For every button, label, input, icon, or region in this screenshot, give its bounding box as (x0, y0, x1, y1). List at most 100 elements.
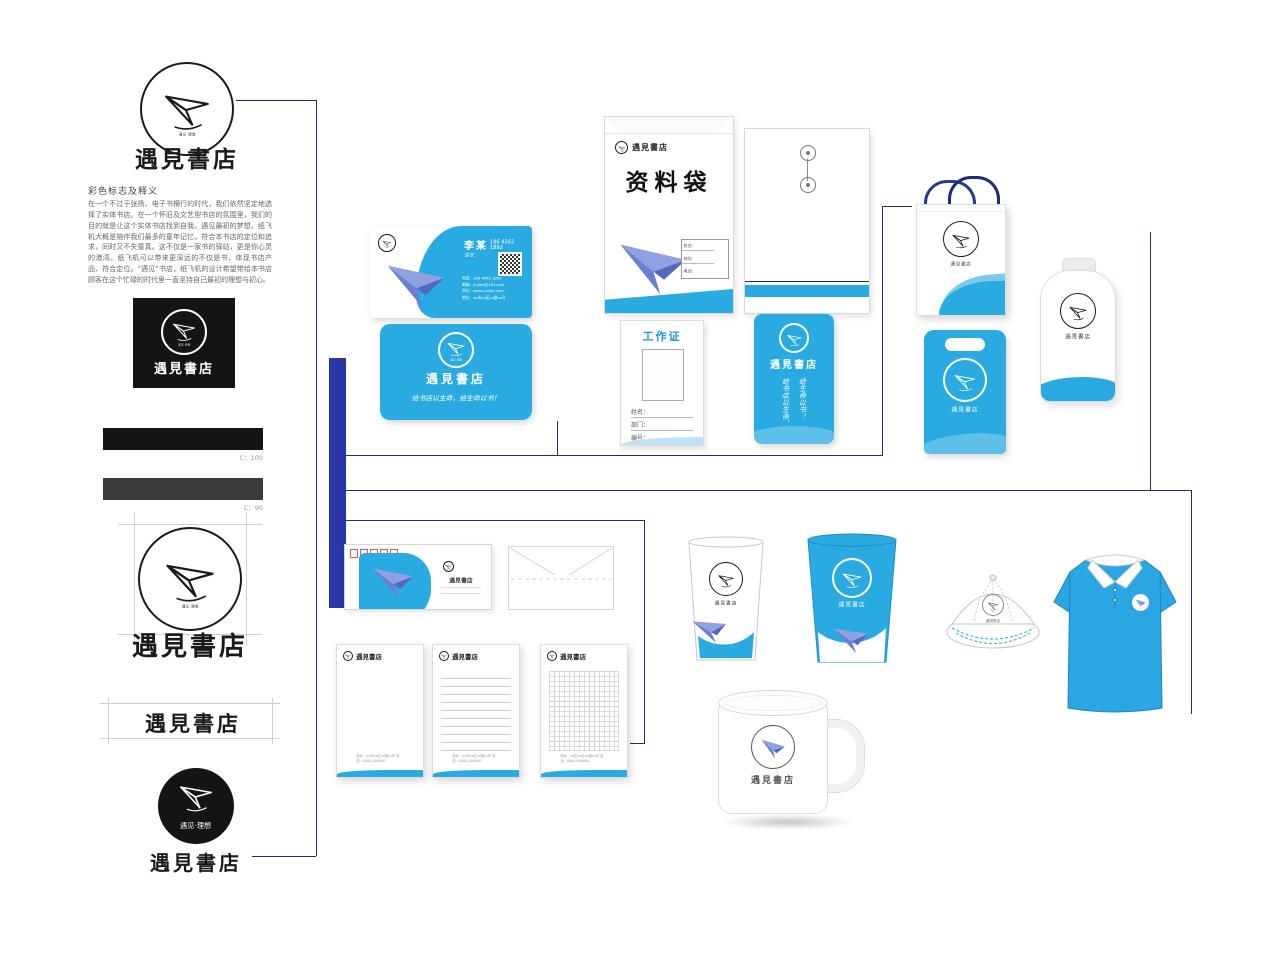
color-swatch-label: C：100 (239, 454, 263, 462)
bag-wave (939, 281, 1005, 315)
connector-line (346, 455, 882, 456)
letterhead-header: 遇見書店 (343, 651, 382, 661)
logo-reversed-block: 遇见·理想 遇見書店 (133, 298, 235, 388)
qr-code (498, 252, 522, 276)
paper-plane-icon (165, 95, 209, 131)
mug-body: 遇見書店 (718, 702, 828, 814)
address-line (441, 587, 481, 588)
connector-line (1191, 490, 1192, 714)
grid-guide (118, 634, 262, 635)
connector-line (1150, 232, 1151, 490)
mug-rim-inner (725, 695, 821, 711)
blue-hang-card: 遇見書店 给书店以生命， 给生命以书！ (754, 314, 834, 444)
section-title: 彩色标志及释义 (88, 187, 159, 197)
envelope-fold-line (605, 133, 733, 134)
paper-plane-color-icon (372, 564, 415, 600)
letterhead-footer-band (337, 770, 423, 777)
measure-guide (100, 738, 280, 739)
letter-envelope-back (508, 546, 614, 610)
table-row: 姓名： (682, 242, 715, 252)
logo-description: 在一个不过于张扬、电子书横行的时代，我们依然坚定地选择了实体书店。在一个怀旧及文… (88, 200, 272, 284)
hang-card-tagline: 给书店以生命， 给生命以书！ (754, 378, 834, 427)
bottle-pack: 遇見書店 (1040, 258, 1116, 402)
letterhead-brand: 遇見書店 (560, 653, 586, 661)
connector-line (236, 100, 316, 101)
hang-card-wordmark: 遇見書店 (770, 360, 818, 371)
cup-logo-circle (709, 562, 743, 596)
cup-wordmark: 遇見書店 (838, 601, 866, 609)
cup-wordmark: 遇見書店 (714, 600, 738, 607)
mug-wordmark: 遇見書店 (750, 776, 795, 786)
card-phone: 186 4562 1892 (490, 239, 515, 251)
envelope-logo-row (443, 561, 454, 572)
envelope-brand-row: 遇見書店 (615, 141, 668, 154)
letterhead-footer-text: 地址：xx市xx区xx路xx号 电话：0000-000000 (452, 754, 496, 763)
connector-line (882, 206, 912, 207)
cup-wordmark-wrap: 遇見書店 (680, 598, 772, 607)
card-back-logo-circle: 遇见·理想 (438, 332, 474, 368)
paper-plane-icon (842, 573, 862, 589)
envelope-wordmark: 遇見書店 (449, 577, 473, 585)
paper-plane-icon (447, 342, 465, 357)
bag-wave (924, 428, 1006, 454)
work-badge: 工作证 姓名： 部门： 编号： (620, 320, 704, 446)
card-mini-logo (378, 234, 396, 252)
business-card-back: 遇见·理想 遇見書店 给书店以生命，给生命以书！ (380, 324, 532, 420)
measure-guide (100, 703, 280, 704)
paper-plane-color-icon (832, 624, 871, 656)
card-contact-line: 地址：xx市xx区xx路xx号 (462, 295, 506, 300)
letterhead-lined: 遇見書店 地址：xx市xx区xx路xx号 电话：0000-000000 (432, 644, 520, 778)
letterhead-header: 遇見書店 (547, 651, 586, 661)
envelope-brand-name: 遇見書店 (632, 143, 668, 152)
table-row: 地址： (682, 255, 715, 265)
ruled-lines (441, 671, 511, 751)
logo-sub-text: 遇见·理想 (181, 604, 199, 609)
connector-line (882, 206, 883, 456)
paper-plane-icon (952, 234, 970, 249)
cap-wordmark: 遇見書店 (985, 619, 1001, 624)
bottle-wave (1041, 377, 1115, 401)
color-swatch-label: C：90 (243, 504, 263, 512)
card-wave (754, 426, 834, 444)
bottle-body: 遇見書店 (1040, 270, 1116, 402)
letterhead-grid: 遇見書店 地址：xx市xx区xx路xx号 电话：0000-000000 (540, 644, 628, 778)
die-cut-bag-wordmark: 遇見書店 (951, 406, 979, 414)
polo-outline (1053, 554, 1177, 713)
connector-line (316, 100, 317, 856)
footer-wordmark: 遇見書店 (150, 851, 242, 875)
baseball-cap: 遇見書店 (944, 558, 1042, 662)
cup-logo-circle (832, 558, 872, 598)
bag-handle (924, 180, 976, 217)
paper-plane-color-icon (387, 261, 447, 311)
badge-title: 工作证 (642, 330, 682, 343)
envelope-mini-logo (615, 141, 628, 154)
grid-guide (134, 512, 135, 646)
paper-plane-icon (786, 334, 802, 346)
cup-wordmark-wrap: 遇見書店 (798, 600, 906, 610)
clasp-string (807, 159, 808, 181)
letterhead-footer-text-wrap: 地址：xx市xx区xx路xx号 电话：0000-000000 (433, 749, 519, 767)
letterhead-footer-band (541, 770, 627, 777)
polo-shirt (1052, 542, 1178, 716)
clasp-button (800, 145, 816, 161)
card-person-name: 李某 (464, 241, 488, 252)
document-envelope-back (744, 128, 870, 314)
document-envelope-front: 遇見書店 资料袋 姓名： 地址： 电话： (604, 116, 734, 314)
grid-guide (246, 512, 247, 646)
letterhead-footer-text: 地址：xx市xx区xx路xx号 电话：0000-000000 (560, 754, 604, 763)
paper-plane-icon (618, 145, 625, 152)
envelope-wordmark-wrap: 遇見書店 (437, 575, 485, 585)
letterhead-blank: 遇見書店 地址：xx市xx区xx路xx号 电话：0000-000000 (336, 644, 424, 778)
bag-handle (948, 176, 1000, 213)
envelope-flap (605, 117, 733, 134)
paper-plane-icon (1069, 306, 1087, 321)
connector-line (346, 490, 1192, 491)
paper-plane-color-icon (761, 739, 785, 759)
logo-sub-text: 遇见·理想 (180, 821, 212, 830)
clasp-dot (806, 151, 810, 155)
paper-plane-icon (382, 240, 392, 248)
hang-card-logo-circle (779, 323, 809, 353)
clasp-button (800, 177, 816, 193)
clasp-dot (806, 183, 810, 187)
